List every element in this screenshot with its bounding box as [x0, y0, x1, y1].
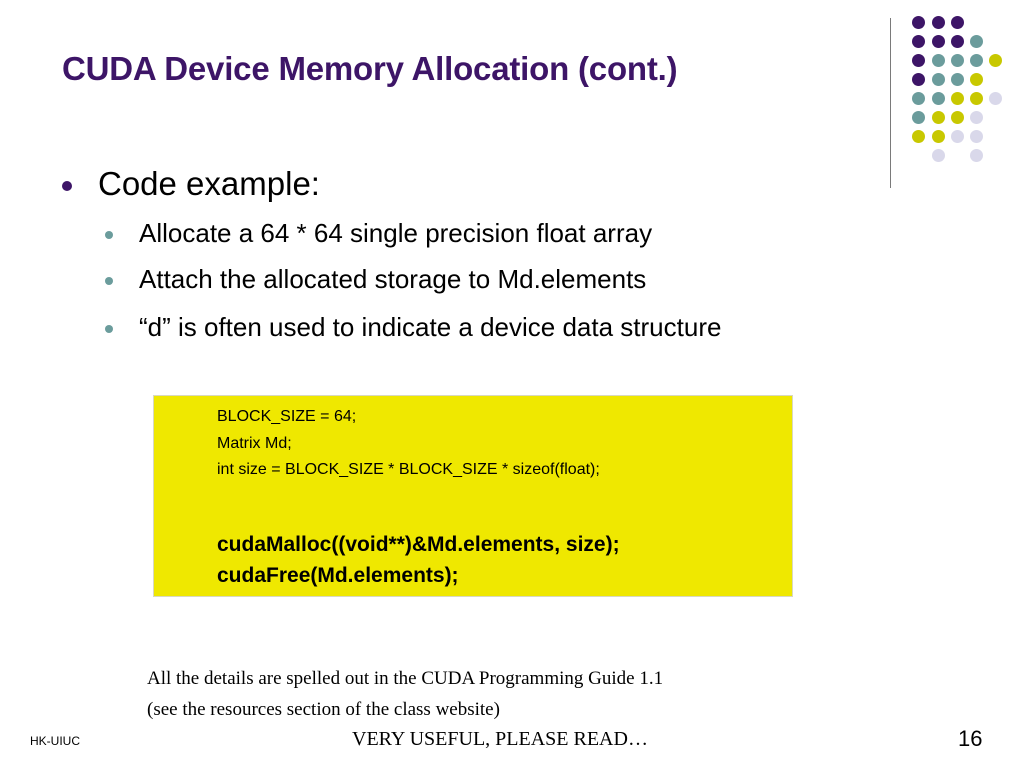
code-line: Matrix Md; — [217, 435, 292, 452]
code-line: int size = BLOCK_SIZE * BLOCK_SIZE * siz… — [217, 461, 600, 478]
sub-bullet: Allocate a 64 * 64 single precision floa… — [105, 218, 652, 249]
code-example-box: BLOCK_SIZE = 64; Matrix Md; int size = B… — [153, 395, 793, 597]
code-line-bold: cudaFree(Md.elements); — [217, 564, 459, 587]
bullet-dot-icon — [105, 324, 113, 333]
decor-dot — [912, 16, 925, 29]
sub-bullet-text: “d” is often used to indicate a device d… — [139, 312, 722, 342]
decor-dot — [932, 54, 945, 67]
decor-dot — [932, 35, 945, 48]
note-line: (see the resources section of the class … — [147, 699, 500, 720]
decor-dot — [912, 35, 925, 48]
decor-dot — [951, 54, 964, 67]
sub-bullet-text: Allocate a 64 * 64 single precision floa… — [139, 218, 653, 248]
code-line: BLOCK_SIZE = 64; — [217, 408, 357, 425]
slide-title: CUDA Device Memory Allocation (cont.) — [62, 50, 678, 87]
decor-dot — [912, 73, 925, 86]
main-bullet: Code example: — [62, 165, 320, 203]
decor-dot — [951, 16, 964, 29]
decor-dot — [951, 111, 964, 124]
decor-dot — [970, 54, 983, 67]
footer-label: HK-UIUC — [30, 734, 80, 748]
decorative-dot-grid — [0, 0, 1024, 200]
decor-dot — [970, 130, 983, 143]
decor-dot — [989, 92, 1002, 105]
decor-dot — [970, 35, 983, 48]
decor-dot — [951, 35, 964, 48]
decor-dot — [932, 92, 945, 105]
footer-note: VERY USEFUL, PLEASE READ… — [352, 728, 648, 750]
decor-dot — [932, 111, 945, 124]
note-line: All the details are spelled out in the C… — [147, 668, 664, 689]
page-number: 16 — [958, 726, 983, 751]
bullet-dot-icon — [105, 230, 113, 239]
decor-dot — [932, 73, 945, 86]
decor-dot — [951, 73, 964, 86]
decor-dot — [970, 149, 983, 162]
decor-dot — [912, 130, 925, 143]
decor-dot — [932, 149, 945, 162]
decor-dot — [970, 111, 983, 124]
decor-dot — [989, 54, 1002, 67]
decor-dot — [912, 111, 925, 124]
decor-dot — [970, 73, 983, 86]
sub-bullet: “d” is often used to indicate a device d… — [105, 312, 721, 343]
decor-dot — [932, 130, 945, 143]
decor-dot — [912, 92, 925, 105]
decor-dot — [932, 16, 945, 29]
bullet-dot-icon — [105, 276, 113, 285]
sub-bullet: Attach the allocated storage to Md.eleme… — [105, 264, 646, 295]
decor-dot — [951, 92, 964, 105]
main-bullet-text: Code example: — [98, 165, 320, 202]
code-line-bold: cudaMalloc((void**)&Md.elements, size); — [217, 533, 620, 556]
decor-dot — [912, 54, 925, 67]
decorative-divider-line — [890, 18, 891, 188]
bullet-dot-icon — [62, 181, 72, 191]
decor-dot — [970, 92, 983, 105]
decor-dot — [951, 130, 964, 143]
sub-bullet-text: Attach the allocated storage to Md.eleme… — [139, 264, 647, 294]
